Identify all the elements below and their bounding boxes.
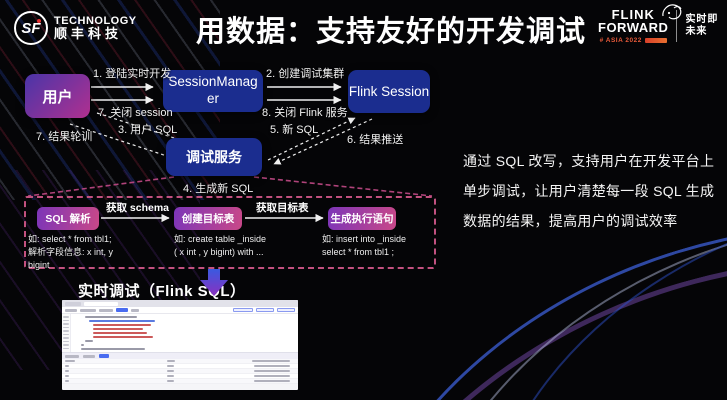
pipeline-step-gen-stmt: 生成执行语句 [328,207,396,230]
pipeline-dashed-box [24,196,436,269]
flink-event-bar [644,38,667,44]
ide-toolbar-item [131,308,139,312]
edge-label-close-session: 7. 关闭 session [98,107,173,119]
ide-result-panel-header [62,352,298,359]
ide-result-tab-active [99,354,109,358]
edge-label-new-sql: 5. 新 SQL [270,124,319,136]
preview-caption: 实时调试（Flink SQL） [78,283,246,300]
ide-tab-bar [62,300,298,307]
node-debug-service: 调试服务 [166,138,262,176]
pipeline-arrow-label-schema: 获取 schema [106,202,170,214]
sf-logo-initials: SF [21,19,41,37]
down-arrow-icon [200,269,228,296]
ide-line-numbers [62,314,71,352]
flink-event-label: # ASIA 2022 [599,37,642,45]
flink-slogan-line2: 未来 [685,26,708,38]
edge-label-result-push: 6. 结果推送 [347,134,404,146]
pipeline-step-sql-parse: SQL 解析 [37,207,99,230]
ide-toolbar-item [65,308,77,312]
flink-logo-line2: FORWARD [598,20,669,35]
ide-action-button [256,308,274,312]
ide-code-editor [62,314,298,352]
flink-logo-line1: FLINK [611,7,655,22]
node-session-manager: SessionManager [163,70,263,112]
ide-toolbar [62,307,298,314]
pipeline-example-create-table: 如: create table _inside ( x int , y bigi… [174,234,267,258]
edge-label-login: 1. 登陆实时开发 [93,68,172,80]
flink-forward-logo: FLINK FORWARD # ASIA 2022 实时即 未来 [598,4,719,45]
edge-label-gen-new-sql: 4. 生成新 SQL [183,183,254,195]
ide-tab-active [84,301,118,306]
edge-label-user-sql: 3. 用户 SQL [118,124,178,136]
sf-logo-dot [37,19,41,23]
ide-run-button [116,308,128,312]
ide-action-button [277,308,295,312]
node-flink-session: Flink Session [348,70,430,113]
pipeline-step-create-table: 创建目标表 [174,207,242,230]
page-title: 用数据：支持友好的开发调试 [195,16,586,48]
sf-logo-icon: SF [14,11,48,45]
pipeline-example-gen-stmt: 如: insert into _inside select * from tbl… [322,234,407,258]
sf-technology-logo: SF TECHNOLOGY 顺丰科技 [14,11,137,45]
ide-screenshot [62,300,298,390]
pipeline-example-sql-parse: 如: select * from tbl1; 解析字段信息: x int, y … [28,234,114,271]
edge-label-close-flink: 8. 关闭 Flink 服务 [262,107,348,119]
description-text: 通过 SQL 改写，支持用户在开发平台上单步调试，让用户清楚每一段 SQL 生成… [463,153,715,230]
edge-label-result-poll: 7. 结果轮训 [36,131,93,143]
flink-slogan-line1: 实时即 [685,13,719,25]
pipeline-arrow-label-target: 获取目标表 [256,202,309,214]
flink-squirrel-icon [662,4,682,20]
ide-toolbar-item [80,308,96,312]
bg-arc [394,97,727,400]
ide-code-lines [71,314,298,352]
sf-logo-chinese: 顺丰科技 [54,25,123,41]
logo-divider [676,10,678,43]
node-user: 用户 [25,74,90,118]
edge-label-create-cluster: 2. 创建调试集群 [266,68,345,80]
sf-logo-technology: TECHNOLOGY [54,14,137,27]
ide-tab [65,301,81,306]
ide-toolbar-item [99,308,113,312]
ide-result-table [62,359,298,384]
ide-action-button [233,308,253,312]
